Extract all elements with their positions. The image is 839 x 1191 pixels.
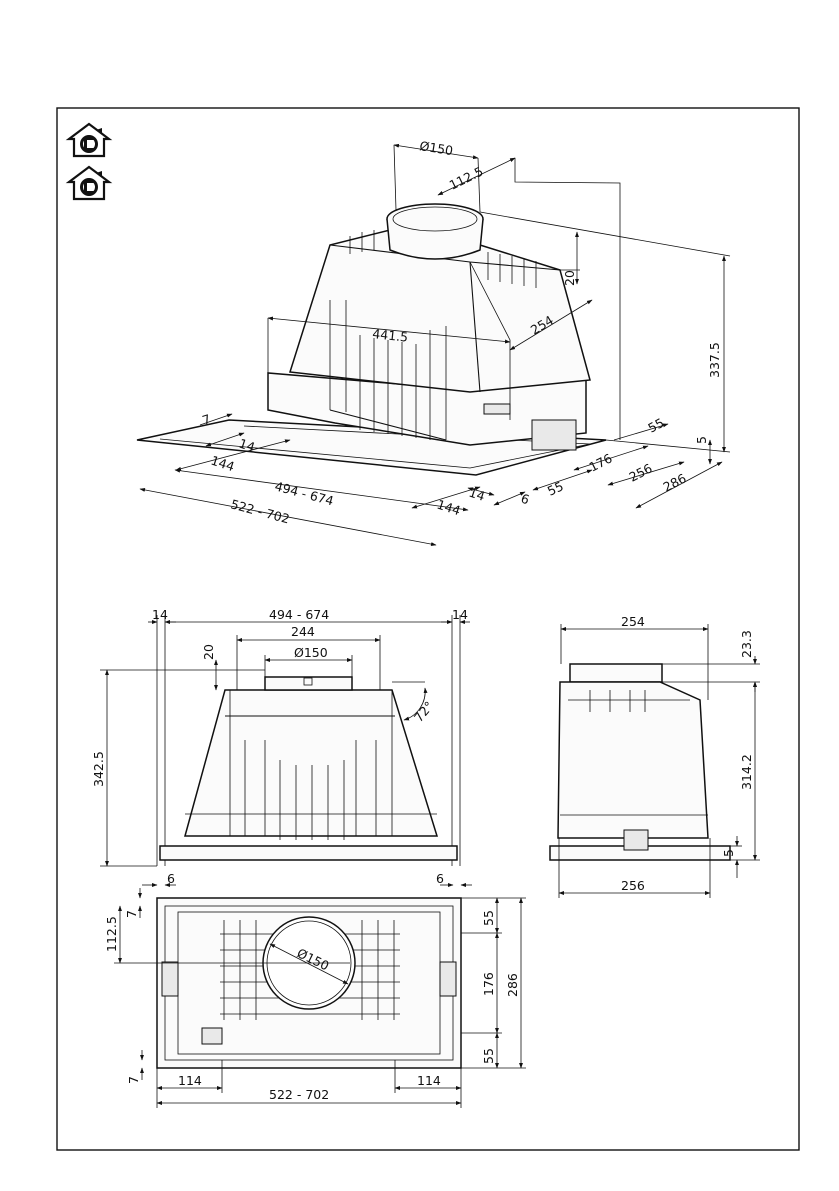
iso-offset-label: 112.5 [447,164,486,193]
iso-dim-55-top-label: 55 [645,415,666,436]
iso-dim-144-right-label: 144 [435,497,462,519]
iso-spigot-height-label: 20 [562,270,577,286]
side-dim-23-3-label: 23.3 [739,630,754,658]
bottom-total-width-label: 522 - 702 [269,1087,329,1102]
iso-dim-144-left-label: 144 [209,453,236,475]
iso-dim-286-label: 286 [661,470,689,494]
side-dim-314-2-label: 314.2 [739,754,754,790]
side-dim-254-label: 254 [621,614,645,629]
bottom-dim-55-top-label: 55 [481,910,496,926]
side-dim-256-label: 256 [621,878,645,893]
front-angle-label: 72° [411,698,437,725]
bottom-view: 6 6 7 112.5 Ø150 55 176 55 286 7 114 114 [104,871,526,1108]
iso-body-width-label: 441.5 [372,326,409,345]
bottom-dim-7-bottom-label: 7 [126,1076,141,1084]
iso-total-height-label: 337.5 [707,342,722,378]
iso-dim-256-label: 256 [627,460,655,484]
iso-dim-6-label: 6 [519,491,531,508]
front-height-label: 342.5 [91,751,106,787]
iso-cutout-width-label: 494 - 674 [273,478,335,508]
front-dim-14-left-label: 14 [152,607,168,622]
bottom-dim-7-top-label: 7 [124,910,139,918]
isometric-view: Ø150 112.5 20 441.5 254 337.5 5 7 14 144… [136,138,731,546]
iso-flange-thickness-label: 5 [694,436,709,444]
front-diameter-label: Ø150 [294,645,328,660]
bottom-dim-6-right-label: 6 [436,871,444,886]
bottom-dim-6-left-label: 6 [167,871,175,886]
iso-dim-176-label: 176 [587,450,615,474]
iso-total-width-label: 522 - 702 [229,496,291,526]
bottom-dim-55-bottom-label: 55 [481,1048,496,1064]
house-recirculation-icon [65,122,113,158]
bottom-dim-114-right-label: 114 [417,1073,441,1088]
bottom-dim-286-label: 286 [505,973,520,997]
front-cutout-width-label: 494 - 674 [269,607,329,622]
iso-dim-14-right-label: 14 [467,485,487,504]
drawing-frame [56,107,800,1151]
iso-diameter-label: Ø150 [419,138,455,158]
side-view: 254 23.3 314.2 5 256 [549,614,760,898]
front-view: 14 494 - 674 14 244 20 Ø150 342.5 72° [91,607,470,867]
house-extraction-icon [65,165,113,201]
front-dim-20-label: 20 [201,644,216,660]
bottom-dim-176-label: 176 [481,972,496,996]
side-dim-5-label: 5 [721,849,736,857]
iso-dim-55-bottom-label: 55 [545,478,566,498]
bottom-dim-112-5-label: 112.5 [104,916,119,952]
front-dim-244-label: 244 [291,624,315,639]
bottom-dim-114-left-label: 114 [178,1073,202,1088]
front-dim-14-right-label: 14 [452,607,468,622]
